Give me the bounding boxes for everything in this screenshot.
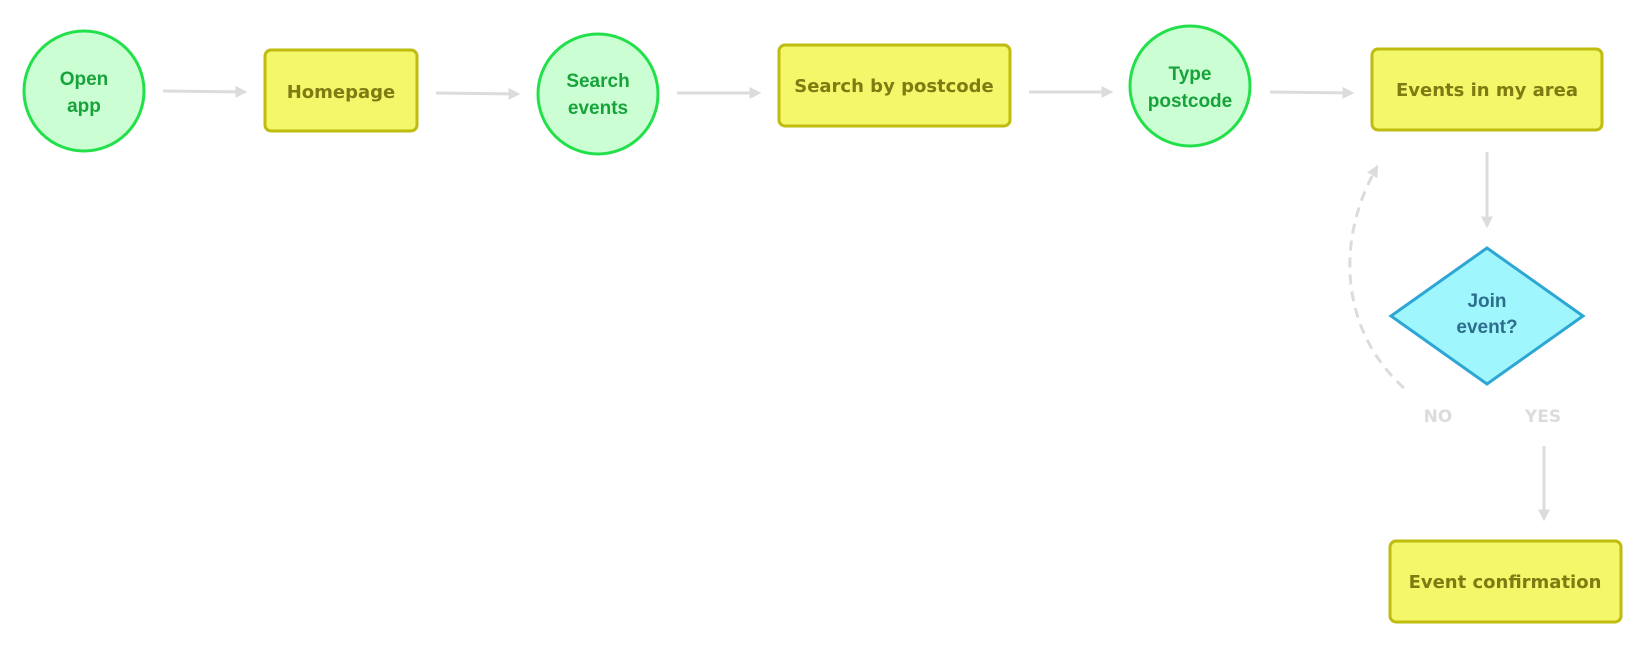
node-search-events: Search events <box>536 32 660 156</box>
event-confirmation-label: Event confirmation <box>1409 572 1602 593</box>
join-event-label-line2: event? <box>1456 317 1517 338</box>
node-type-postcode: Type postcode <box>1128 24 1252 148</box>
node-open-app: Open app <box>22 29 146 153</box>
arrow-open-app-to-homepage <box>162 85 248 98</box>
homepage-label: Homepage <box>287 82 396 103</box>
arrow-no-loop-back <box>1348 164 1406 390</box>
branch-label-no: NO <box>1424 407 1453 427</box>
events-in-my-area-label: Events in my area <box>1396 80 1578 101</box>
arrow-homepage-to-search-events <box>435 87 521 100</box>
node-events-in-my-area: Events in my area <box>1370 47 1604 132</box>
search-events-label-line2: events <box>568 98 628 119</box>
open-app-label-line1: Open <box>60 69 109 90</box>
type-postcode-label-line1: Type <box>1169 64 1212 85</box>
node-homepage: Homepage <box>263 48 419 133</box>
join-event-label-line1: Join <box>1467 291 1506 312</box>
node-join-event: Join event? <box>1388 246 1586 386</box>
search-events-label-line1: Search <box>566 71 629 92</box>
node-event-confirmation: Event confirmation <box>1388 539 1623 624</box>
search-by-postcode-label: Search by postcode <box>794 76 994 97</box>
connectors <box>162 85 1550 522</box>
branch-label-yes: YES <box>1524 407 1561 427</box>
type-postcode-label-line2: postcode <box>1148 91 1232 112</box>
open-app-label-line2: app <box>67 96 101 117</box>
node-search-by-postcode: Search by postcode <box>777 43 1012 128</box>
arrow-type-postcode-to-events-in-my-area <box>1269 86 1355 99</box>
